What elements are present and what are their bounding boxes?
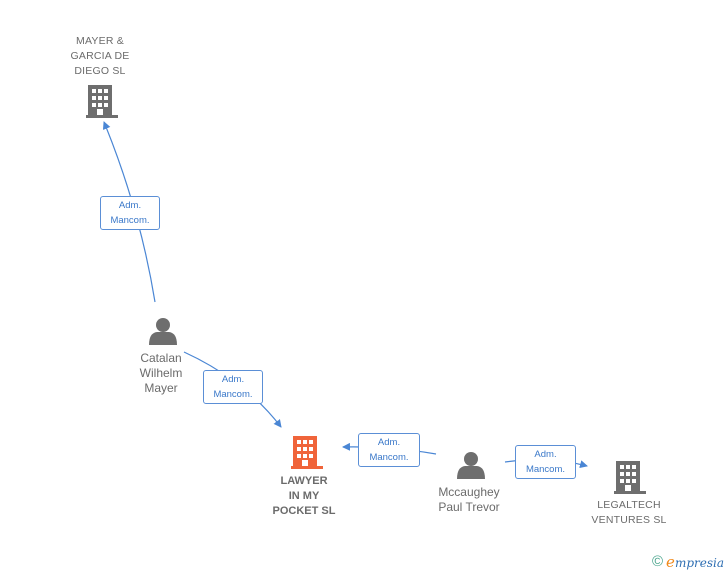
edge-label-catalan-mayer-garcia: Adm. Mancom. <box>100 196 160 230</box>
node-label-mccaughey[interactable]: Mccaughey Paul Trevor <box>438 485 500 514</box>
edge-label-mccaughey-legaltech: Adm. Mancom. <box>515 445 576 479</box>
person-icon[interactable] <box>457 452 485 479</box>
building-icon[interactable] <box>86 85 118 118</box>
node-label-catalan[interactable]: Catalan Wilhelm Mayer <box>139 351 183 395</box>
edge-label-catalan-lawyer-pocket: Adm. Mancom. <box>203 370 263 404</box>
building-icon[interactable] <box>614 461 646 494</box>
node-label-lawyer-pocket[interactable]: LAWYER IN MY POCKET SL <box>272 475 336 517</box>
brand-logo[interactable]: empresia <box>666 553 724 571</box>
person-icon[interactable] <box>149 318 177 345</box>
footer-brand: © empresia <box>652 553 724 571</box>
building-icon-focus[interactable] <box>291 436 323 469</box>
edge-label-mccaughey-lawyer-pocket: Adm. Mancom. <box>358 433 420 467</box>
node-label-legaltech[interactable]: LEGALTECH VENTURES SL <box>591 499 667 526</box>
copyright-icon: © <box>651 553 664 570</box>
node-label-mayer-garcia[interactable]: MAYER & GARCIA DE DIEGO SL <box>70 35 130 77</box>
